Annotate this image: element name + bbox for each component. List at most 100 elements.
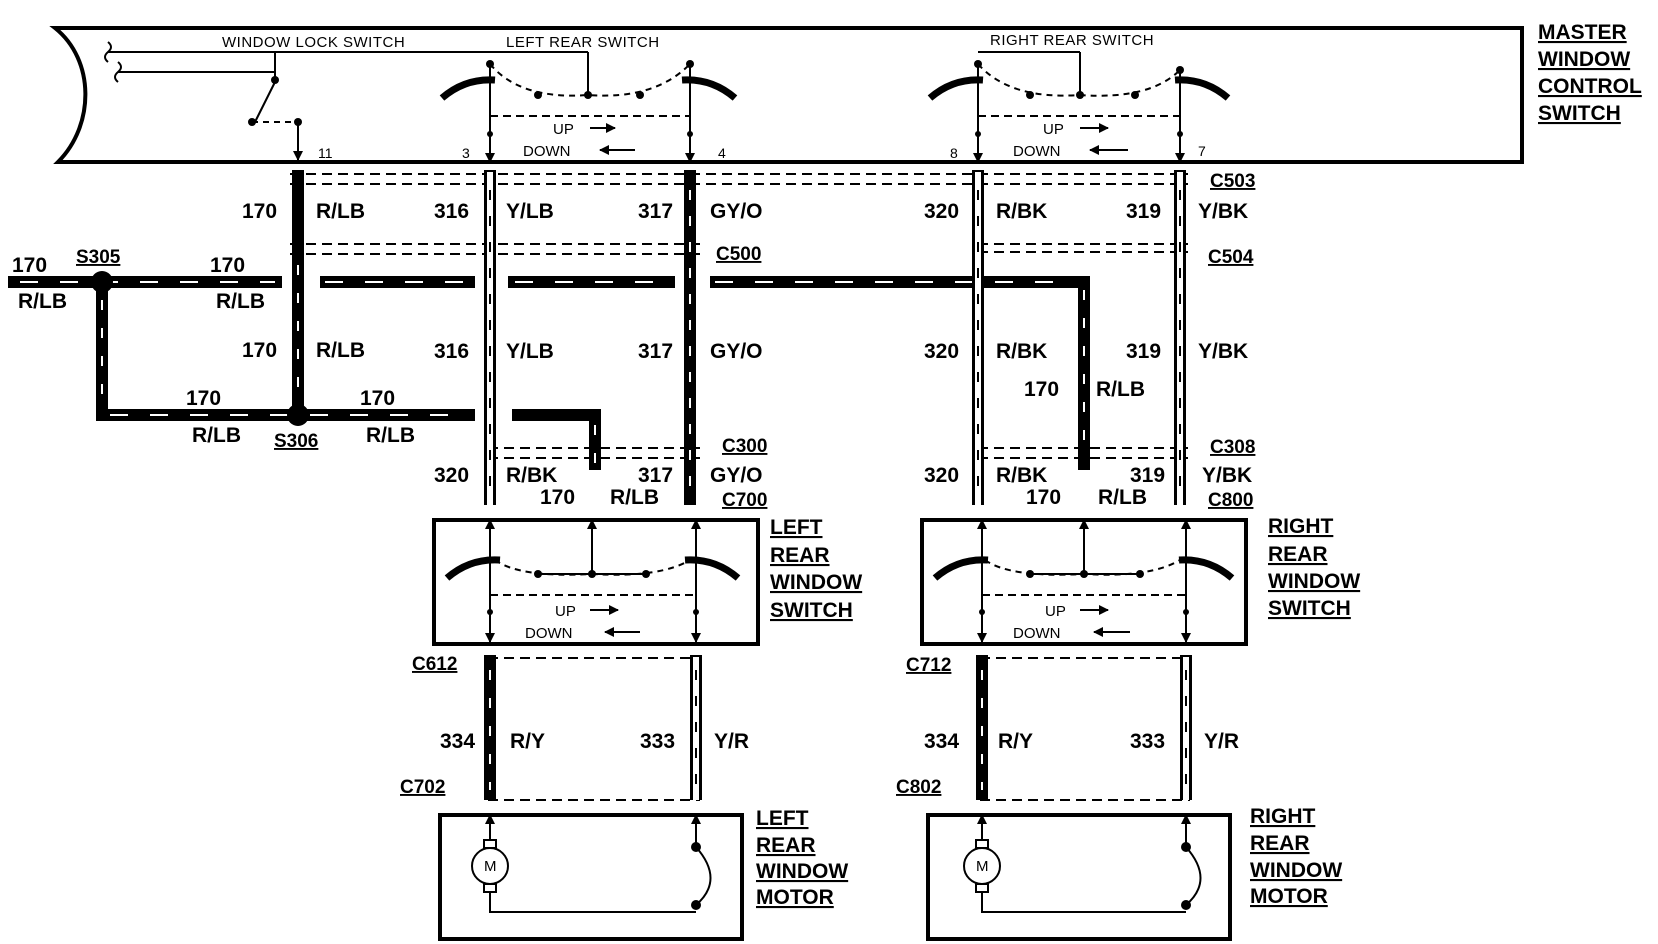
master-pin-7: 7 [1198,143,1206,159]
svg-text:REAR: REAR [770,544,830,567]
connector-c702: C702 [400,777,445,798]
connector-c712: C712 [906,655,951,676]
svg-text:320: 320 [924,200,959,223]
svg-text:170: 170 [540,486,575,509]
svg-text:170: 170 [242,200,277,223]
svg-text:R/Y: R/Y [510,730,545,753]
svg-text:170: 170 [186,387,221,410]
right-switch-down-label: DOWN [1013,625,1061,642]
splice-s306: S306 [274,431,318,452]
svg-text:Y/LB: Y/LB [506,340,554,363]
svg-text:333: 333 [1130,730,1165,753]
left-rear-window-switch: UP DOWN [432,518,760,646]
connector-c308: C308 [1210,437,1255,458]
left-rear-switch-label: LEFT REAR SWITCH [506,34,660,51]
left-switch-down-label: DOWN [525,625,573,642]
master-pin-4: 4 [718,145,726,161]
svg-text:MOTOR: MOTOR [756,886,834,909]
svg-text:LEFT: LEFT [756,807,809,830]
master-title: MASTER WINDOW CONTROL SWITCH [1538,21,1642,125]
right-rear-window-switch: UP DOWN [920,518,1248,646]
svg-text:CONTROL: CONTROL [1538,75,1642,98]
svg-text:316: 316 [434,200,469,223]
master-left-down-label: DOWN [523,143,571,160]
svg-text:WINDOW: WINDOW [1250,859,1342,882]
splice-s305: S305 [76,247,121,268]
svg-text:R/LB: R/LB [316,200,365,223]
svg-text:R/LB: R/LB [366,424,415,447]
svg-text:WINDOW: WINDOW [770,571,862,594]
wire-170-horizontal-top [8,276,1090,470]
svg-text:RIGHT: RIGHT [1268,515,1334,538]
svg-text:WINDOW: WINDOW [1538,48,1630,71]
svg-text:319: 319 [1130,464,1165,487]
svg-text:320: 320 [434,464,469,487]
svg-text:170: 170 [360,387,395,410]
svg-text:R/Y: R/Y [998,730,1033,753]
left-switch-title: LEFT REAR WINDOW SWITCH [770,516,862,622]
svg-text:GY/O: GY/O [710,200,763,223]
svg-text:170: 170 [1026,486,1061,509]
svg-text:WINDOW: WINDOW [1268,570,1360,593]
svg-text:WINDOW: WINDOW [756,860,848,883]
window-lock-switch-label: WINDOW LOCK SWITCH [222,34,405,51]
svg-text:Y/BK: Y/BK [1198,200,1248,223]
svg-text:RIGHT: RIGHT [1250,805,1316,828]
svg-text:R/BK: R/BK [506,464,557,487]
svg-text:R/LB: R/LB [216,290,265,313]
svg-text:Y/R: Y/R [1204,730,1239,753]
connector-c504: C504 [1208,247,1254,268]
splice-s306-dot [287,404,309,426]
svg-text:R/LB: R/LB [610,486,659,509]
svg-text:316: 316 [434,340,469,363]
svg-text:GY/O: GY/O [710,340,763,363]
left-switch-up-label: UP [555,603,576,620]
right-rear-switch-label: RIGHT REAR SWITCH [990,32,1154,49]
right-switch-title: RIGHT REAR WINDOW SWITCH [1268,515,1360,620]
svg-text:R/BK: R/BK [996,200,1047,223]
right-motor-title: RIGHT REAR WINDOW MOTOR [1250,805,1342,908]
connector-c300: C300 [722,436,767,457]
svg-text:320: 320 [924,340,959,363]
svg-text:R/LB: R/LB [1096,378,1145,401]
svg-text:REAR: REAR [1268,543,1328,566]
connector-labels: C503 C504 C500 C300 C308 C700 C800 C612 … [76,171,1255,798]
master-window-control-switch: WINDOW LOCK SWITCH LEFT REAR SWITCH RIGH… [49,26,1524,164]
svg-text:Y/R: Y/R [714,730,749,753]
svg-text:R/LB: R/LB [18,290,67,313]
svg-text:317: 317 [638,464,673,487]
master-pin-8: 8 [950,145,958,161]
svg-text:170: 170 [242,339,277,362]
svg-text:LEFT: LEFT [770,516,823,539]
svg-text:317: 317 [638,340,673,363]
right-switch-up-label: UP [1045,603,1066,620]
left-motor-symbol: M [484,858,497,875]
master-switch-outline [49,26,1524,164]
svg-text:334: 334 [440,730,475,753]
svg-text:REAR: REAR [756,834,816,857]
svg-text:R/LB: R/LB [316,339,365,362]
master-right-up-label: UP [1043,121,1064,138]
svg-text:333: 333 [640,730,675,753]
svg-text:SWITCH: SWITCH [1268,597,1351,620]
svg-text:MASTER: MASTER [1538,21,1627,44]
svg-text:170: 170 [12,254,47,277]
master-right-rear-switch [927,51,1231,163]
master-right-down-label: DOWN [1013,143,1061,160]
left-motor-title: LEFT REAR WINDOW MOTOR [756,807,848,909]
svg-text:SWITCH: SWITCH [1538,102,1621,125]
connector-c503: C503 [1210,171,1255,192]
master-left-up-label: UP [553,121,574,138]
svg-text:319: 319 [1126,340,1161,363]
svg-text:R/BK: R/BK [996,464,1047,487]
connector-c800: C800 [1208,490,1253,511]
connector-c612: C612 [412,654,457,675]
master-pin-11: 11 [318,145,333,161]
svg-text:319: 319 [1126,200,1161,223]
circuit-labels: 170 R/LB 316 Y/LB 317 GY/O 320 R/BK 319 … [12,200,1252,753]
splice-s305-dot [91,271,113,293]
svg-text:GY/O: GY/O [710,464,763,487]
svg-text:R/LB: R/LB [192,424,241,447]
svg-text:Y/BK: Y/BK [1202,464,1252,487]
svg-text:Y/BK: Y/BK [1198,340,1248,363]
